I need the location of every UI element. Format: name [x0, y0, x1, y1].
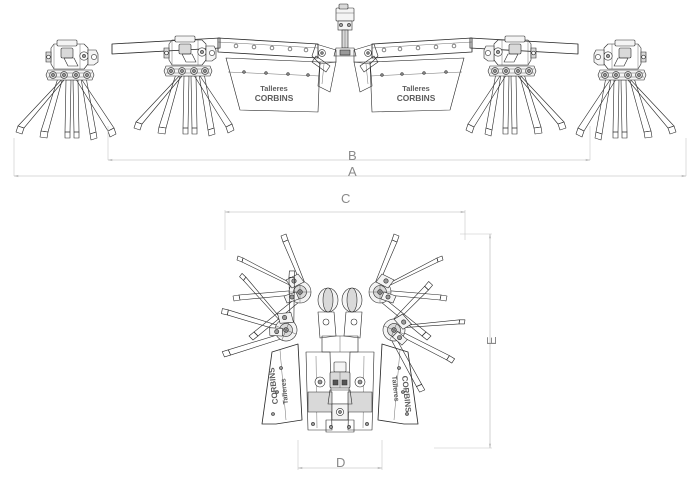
plan-inner-columns [305, 351, 375, 431]
rake-unit-1 [15, 39, 117, 141]
plan-view-group: Talleres CORBINS Talleres CORBINS [205, 210, 492, 470]
rake-unit-2 [133, 35, 235, 137]
central-hitch-assembly [311, 3, 379, 93]
plan-right-frame-plate: Talleres CORBINS [377, 343, 419, 425]
plan-rake-unit-1 [232, 233, 312, 341]
plan-center-hitch [325, 361, 355, 433]
dimension-label-D: D [336, 455, 346, 470]
plan-upper-rollers [317, 287, 363, 353]
dimension-label-C: C [341, 191, 351, 206]
plan-rake-unit-2 [205, 250, 319, 379]
brand-text-elevation-left-line2: CORBINS [255, 93, 294, 103]
dimension-label-A: A [348, 164, 358, 179]
brand-text-elevation-right-line2: CORBINS [397, 93, 436, 103]
right-main-beam: Talleres CORBINS [359, 37, 473, 113]
brand-text-elevation-right-line1: Talleres [402, 84, 429, 93]
brand-text-plan-left-line1: Talleres [280, 378, 290, 405]
left-main-beam: Talleres CORBINS [217, 37, 331, 113]
rake-unit-4 [575, 39, 677, 141]
brand-text-elevation-left-line1: Talleres [260, 84, 287, 93]
dimension-label-B: B [348, 148, 358, 163]
plan-left-frame-plate: Talleres CORBINS [261, 343, 303, 425]
elevation-view-group: Talleres CORBINS Talleres CORBINS [13, 3, 687, 176]
dimension-label-E: E [484, 335, 500, 346]
brand-text-plan-left-line2: CORBINS [267, 366, 280, 404]
elevation-dimensions [13, 158, 687, 178]
brand-text-plan-right-line1: Talleres [390, 375, 400, 402]
rake-unit-3 [465, 35, 567, 137]
brand-text-plan-right-line2: CORBINS [400, 375, 413, 413]
